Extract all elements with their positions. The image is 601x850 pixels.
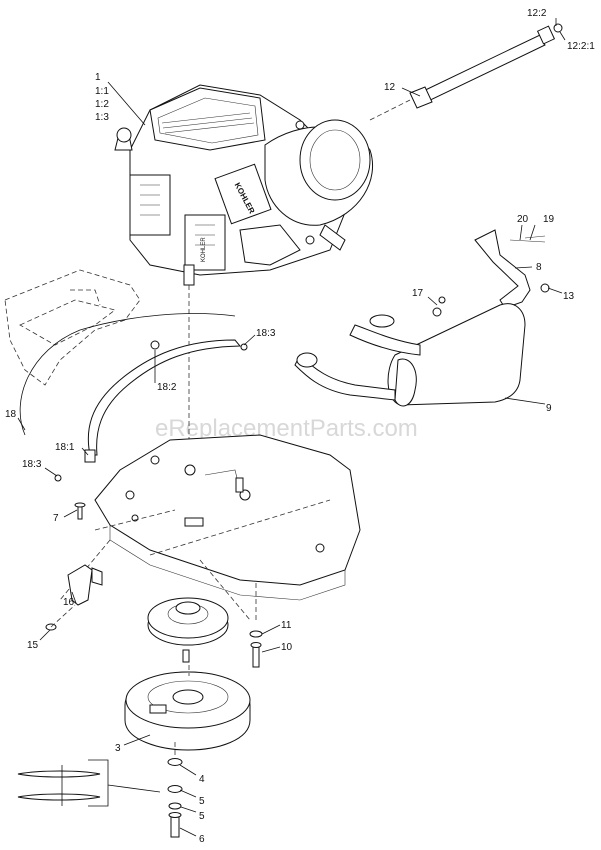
washer-stack [167,740,183,838]
callout-1-2: 1:2 [95,99,109,110]
callout-3: 3 [115,743,121,754]
pulley-assembly [147,580,263,668]
callout-16: 16 [63,597,75,608]
leader-lines [17,18,566,837]
callout-19: 19 [543,214,555,225]
callout-5-upper: 5 [199,796,205,807]
callout-11: 11 [281,620,292,631]
callout-9: 9 [546,403,552,414]
deck-plate [59,434,361,621]
callout-1-3: 1:3 [95,112,109,123]
frame-outline [4,269,141,386]
engine-side-text: KOHLER [201,237,207,262]
callout-12-2: 12:2 [527,8,547,19]
callout-labels: 1 1:1 1:2 1:3 12:2 12:2:1 12 20 19 8 13 … [5,8,595,845]
callout-12: 12 [384,82,396,93]
callout-18-3-upper: 18:3 [256,328,276,339]
callout-4: 4 [199,774,205,785]
callout-20: 20 [517,214,529,225]
watermark: eReplacementParts.com [155,415,418,442]
callout-1: 1 [95,72,101,83]
callout-13: 13 [563,291,575,302]
callout-18-3-lower: 18:3 [22,459,42,470]
tube-assembly [369,23,563,121]
callout-17: 17 [412,288,424,299]
belt-inset [17,759,161,807]
small-parts-left [45,502,103,631]
callout-8: 8 [536,262,542,273]
callout-18: 18 [5,409,17,420]
callout-5-lower: 5 [199,811,205,822]
callout-6: 6 [199,834,205,845]
callout-1-1: 1:1 [95,86,109,97]
callout-10: 10 [281,642,293,653]
engine-assembly: KOHLER KOHLER [114,84,374,560]
callout-12-2-1: 12:2:1 [567,41,595,52]
clutch-assembly [124,665,251,751]
callout-7: 7 [53,513,59,524]
callout-15: 15 [27,640,39,651]
muffler [294,296,526,407]
hose-assembly [19,313,248,482]
callout-18-2: 18:2 [157,382,177,393]
callout-18-1: 18:1 [55,442,75,453]
